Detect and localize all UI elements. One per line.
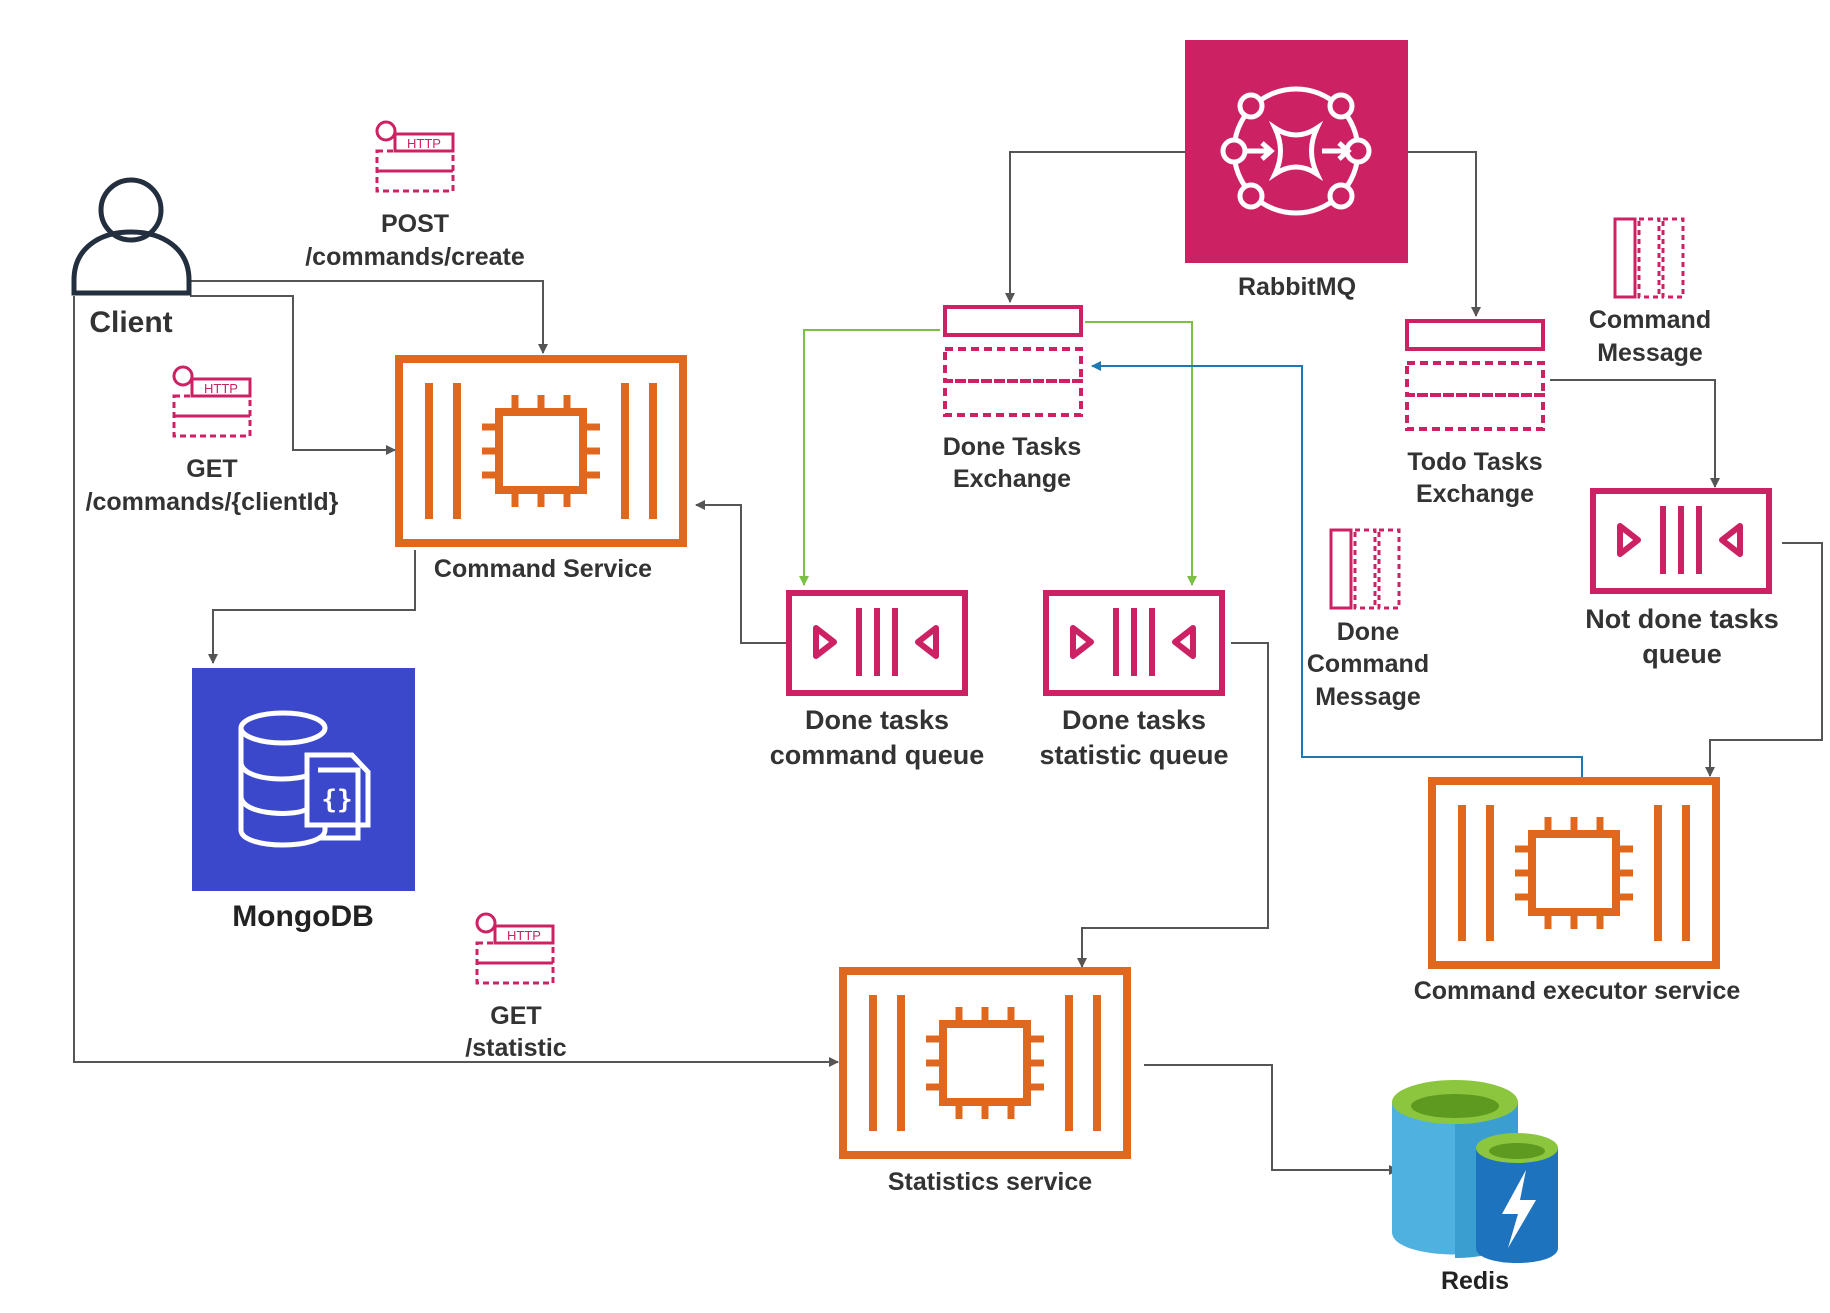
mongodb-tile: [192, 668, 415, 891]
done-stat-queue-label-line1: Done tasks: [1062, 705, 1206, 735]
ec2-instance-icon: [843, 971, 1127, 1155]
queue-icon: [789, 593, 965, 693]
edge-todo-exchange-not-done-queue: [1550, 379, 1720, 488]
ec2-instance-icon: [399, 359, 683, 543]
exchange-topic-icon: [1405, 319, 1545, 431]
message-icon: [1329, 528, 1401, 610]
edge-done-exchange-command-queue: [799, 329, 940, 586]
user-icon: [71, 177, 192, 296]
http-post-create: POST /commands/create: [305, 120, 525, 271]
queue-icon: [1046, 593, 1222, 693]
edge-client-get-command-service: [190, 295, 396, 455]
done-cmd-queue-label-line2: command queue: [770, 740, 985, 770]
queue-icon: [1593, 491, 1769, 591]
edge-command-service-mongodb: [208, 550, 416, 664]
rabbitmq-label: RabbitMQ: [1238, 273, 1356, 301]
done-cmd-queue-label-line1: Done tasks: [805, 705, 949, 735]
http-message-icon: [172, 365, 252, 438]
edge-command-queue-command-service: [695, 500, 786, 644]
edge-rabbitmq-todo-exchange: [1408, 151, 1481, 317]
not-done-queue-label-line1: Not done tasks: [1585, 604, 1779, 634]
done-command-message-node: Done Command Message: [1307, 528, 1429, 711]
http-get-commands: GET /commands/{clientId}: [86, 365, 339, 516]
todo-tasks-exchange-node[interactable]: Todo Tasks Exchange: [1405, 319, 1545, 508]
client-label: Client: [89, 306, 172, 339]
exchange-topic-icon: [943, 305, 1083, 417]
command-service-label: Command Service: [434, 555, 652, 583]
stat-get-method-label: GET: [490, 1002, 541, 1030]
statistics-service-node[interactable]: Statistics service: [843, 971, 1127, 1196]
edge-statistic-queue-statistics-service: [1077, 642, 1269, 968]
done-tasks-exchange-node[interactable]: Done Tasks Exchange: [943, 305, 1083, 493]
redis-cache-icon: [1392, 1080, 1558, 1263]
todo-exchange-label-line1: Todo Tasks: [1407, 448, 1542, 476]
command-message-label-line2: Message: [1597, 339, 1703, 367]
done-tasks-command-queue-node[interactable]: Done tasks command queue: [770, 593, 985, 770]
todo-exchange-label-line2: Exchange: [1416, 480, 1534, 508]
http-message-icon: [375, 120, 455, 193]
edge-executor-done-exchange: [1091, 361, 1583, 778]
executor-service-label: Command executor service: [1414, 977, 1741, 1005]
command-service-node[interactable]: Command Service: [399, 359, 683, 583]
svg-text:{}: {}: [321, 785, 352, 815]
not-done-queue-label-line2: queue: [1642, 639, 1722, 669]
stat-get-path-label: /statistic: [465, 1034, 567, 1062]
edge-done-exchange-statistic-queue: [1085, 321, 1197, 586]
done-cmd-msg-label-line3: Message: [1315, 683, 1421, 711]
done-stat-queue-label-line2: statistic queue: [1039, 740, 1228, 770]
done-exchange-label-line1: Done Tasks: [943, 433, 1081, 461]
edge-not-done-queue-executor: [1705, 542, 1823, 777]
post-method-label: POST: [381, 210, 449, 238]
edge-client-statistics-service: [73, 296, 839, 1067]
amazon-mq-icon: [1220, 86, 1372, 216]
redis-node[interactable]: Redis: [1392, 1080, 1558, 1295]
http-message-icon: [475, 912, 555, 985]
done-cmd-msg-label-line2: Command: [1307, 650, 1429, 678]
connectors: [73, 151, 1823, 1175]
mongodb-node[interactable]: {} MongoDB: [192, 668, 415, 933]
client-node[interactable]: Client: [71, 177, 192, 339]
command-message-label-line1: Command: [1589, 306, 1711, 334]
post-path-label: /commands/create: [305, 243, 525, 271]
edge-client-post-command-service: [190, 280, 548, 354]
statistics-service-label: Statistics service: [888, 1168, 1092, 1196]
done-exchange-label-line2: Exchange: [953, 465, 1071, 493]
message-icon: [1613, 217, 1685, 299]
http-get-statistic: GET /statistic: [465, 912, 567, 1062]
ec2-instance-icon: [1432, 781, 1716, 965]
edge-rabbitmq-done-exchange: [1005, 151, 1185, 303]
document-db-icon: {}: [238, 710, 371, 848]
done-tasks-statistic-queue-node[interactable]: Done tasks statistic queue: [1039, 593, 1229, 770]
command-executor-service-node[interactable]: Command executor service: [1414, 781, 1741, 1005]
command-message-node: Command Message: [1589, 217, 1711, 367]
not-done-tasks-queue-node[interactable]: Not done tasks queue: [1585, 491, 1779, 669]
get-method-label: GET: [186, 455, 237, 483]
get-path-label: /commands/{clientId}: [86, 488, 339, 516]
done-cmd-msg-label-line1: Done: [1337, 618, 1400, 646]
mongodb-label: MongoDB: [232, 900, 374, 933]
redis-label: Redis: [1441, 1267, 1509, 1295]
edge-statistics-service-redis: [1144, 1064, 1399, 1175]
rabbitmq-node[interactable]: RabbitMQ: [1185, 40, 1408, 301]
